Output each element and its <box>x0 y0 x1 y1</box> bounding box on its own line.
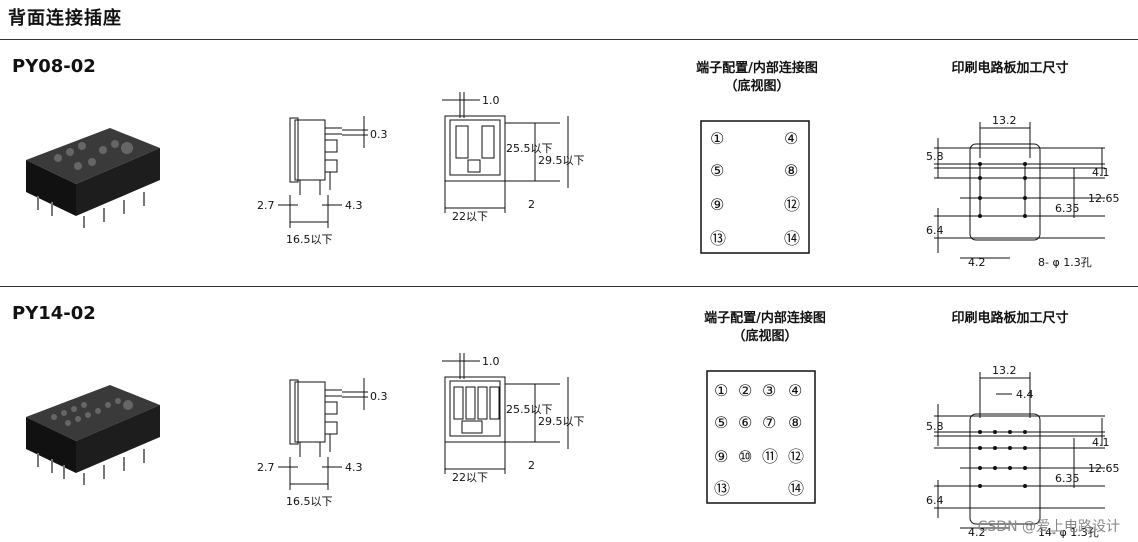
pin-label: ⑦ <box>762 413 776 432</box>
dim-label: 29.5以下 <box>538 415 585 428</box>
pin-label: ④ <box>784 129 798 148</box>
pin-label: ⑧ <box>788 413 802 432</box>
pin-label: ⑭ <box>784 229 800 248</box>
pin-label: ④ <box>788 381 802 400</box>
front-view-drawing: 1.0 25.5以下 29.5以下 2 22以下 <box>442 92 585 223</box>
socket-photo <box>26 128 160 228</box>
pcb-drawing: 13.2 4.4 5.8 4.1 12.65 6.35 6.4 4.2 14- … <box>926 364 1120 539</box>
dim-label: 8- φ 1.3孔 <box>1038 256 1092 269</box>
pin-label: ③ <box>762 381 776 400</box>
side-view-drawing: 0.3 2.7 4.3 16.5以下 <box>257 116 388 246</box>
side-view-drawing: 0.3 2.7 4.3 16.5以下 <box>257 378 388 508</box>
dim-label: 6.35 <box>1055 202 1080 215</box>
pin-label: ① <box>710 129 724 148</box>
pin-label: ⑬ <box>710 229 726 248</box>
pin-label: ⑬ <box>714 479 730 498</box>
watermark: CSDN @爱上电路设计 <box>977 519 1120 535</box>
pcb-drawing: 13.2 5.8 4.1 12.65 6.35 6.4 4.2 8- φ 1.3… <box>926 114 1120 269</box>
dim-label: 4.2 <box>968 256 986 269</box>
dim-label: 6.4 <box>926 494 944 507</box>
terminal-diagram-header: 端子配置/内部连接图 （底视图） <box>696 61 818 94</box>
dim-label: 4.4 <box>1016 388 1034 401</box>
pin-label: ⑥ <box>738 413 752 432</box>
pin-label: ⑨ <box>714 447 728 466</box>
pin-label: ⑨ <box>710 195 724 214</box>
dim-label: 5.8 <box>926 150 944 163</box>
dim-label: 4.3 <box>345 199 363 212</box>
terminal-diagram: ① ② ③ ④ ⑤ ⑥ ⑦ ⑧ ⑨ ⑩ ⑪ ⑫ ⑬ ⑭ <box>706 370 816 504</box>
dim-label: 5.8 <box>926 420 944 433</box>
dim-label: 13.2 <box>992 114 1017 127</box>
pin-label: ⑩ <box>738 447 752 466</box>
dim-label: 0.3 <box>370 390 388 403</box>
dim-label: 12.65 <box>1088 462 1120 475</box>
pin-label: ⑪ <box>762 447 778 466</box>
pin-label: ⑫ <box>784 195 800 214</box>
page-title: 背面连接插座 <box>8 8 122 29</box>
dim-label: 4.1 <box>1092 166 1110 179</box>
dim-label: 25.5以下 <box>506 142 553 155</box>
divider <box>0 286 1138 287</box>
pin-label: ① <box>714 381 728 400</box>
dim-label: 2 <box>528 198 535 211</box>
dim-label: 29.5以下 <box>538 154 585 167</box>
pin-label: ⑭ <box>788 479 804 498</box>
dim-label: 6.35 <box>1055 472 1080 485</box>
dim-label: 4.1 <box>1092 436 1110 449</box>
dim-label: 0.3 <box>370 128 388 141</box>
dim-label: 12.65 <box>1088 192 1120 205</box>
dim-label: 1.0 <box>482 355 500 368</box>
front-view-drawing: 1.0 25.5以下 29.5以下 2 22以下 <box>442 353 585 484</box>
dim-label: 1.0 <box>482 94 500 107</box>
pin-label: ⑫ <box>788 447 804 466</box>
pin-label: ② <box>738 381 752 400</box>
dim-label: 14- φ 1.3孔 <box>1038 526 1099 539</box>
dim-label: 16.5以下 <box>286 495 333 508</box>
model-title: PY14-02 <box>12 303 96 324</box>
dim-label: 2 <box>528 459 535 472</box>
dim-label: 25.5以下 <box>506 403 553 416</box>
pin-label: ⑤ <box>714 413 728 432</box>
terminal-diagram-header: 端子配置/内部连接图 （底视图） <box>704 311 826 344</box>
pcb-header: 印刷电路板加工尺寸 <box>951 311 1069 326</box>
pin-label: ⑤ <box>710 161 724 180</box>
dim-label: 4.3 <box>345 461 363 474</box>
divider <box>0 39 1138 40</box>
pin-label: ⑧ <box>784 161 798 180</box>
dim-label: 2.7 <box>257 199 275 212</box>
dim-label: 22以下 <box>452 471 488 484</box>
pcb-header: 印刷电路板加工尺寸 <box>951 61 1069 76</box>
socket-photo <box>26 385 160 485</box>
dim-label: 22以下 <box>452 210 488 223</box>
dim-label: 4.2 <box>968 526 986 539</box>
model-title: PY08-02 <box>12 56 96 77</box>
dim-label: 16.5以下 <box>286 233 333 246</box>
dim-label: 2.7 <box>257 461 275 474</box>
dim-label: 6.4 <box>926 224 944 237</box>
dim-label: 13.2 <box>992 364 1017 377</box>
terminal-diagram: ① ④ ⑤ ⑧ ⑨ ⑫ ⑬ ⑭ <box>700 120 810 254</box>
